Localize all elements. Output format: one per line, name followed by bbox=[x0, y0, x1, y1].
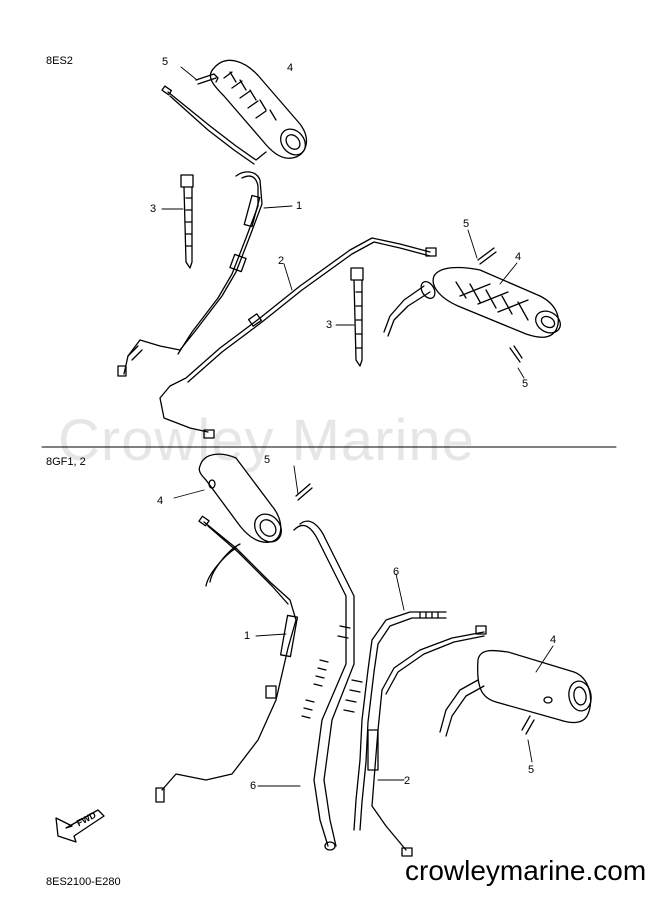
callout-top-4a: 4 bbox=[287, 62, 294, 74]
hose-6-right bbox=[353, 573, 447, 831]
callout-top-3a: 3 bbox=[150, 203, 157, 215]
callout-bot-4b: 4 bbox=[550, 634, 557, 646]
section-label-8es2: 8ES2 bbox=[46, 55, 73, 67]
callout-bot-6a: 6 bbox=[393, 566, 400, 578]
callout-top-5b: 5 bbox=[463, 218, 470, 230]
callout-bot-2: 2 bbox=[404, 775, 411, 787]
callout-top-5c: 5 bbox=[522, 378, 529, 390]
watermark-text: Crowley Marine bbox=[58, 408, 475, 473]
cable-tie-right bbox=[335, 267, 364, 367]
grip-bottom-left bbox=[173, 453, 282, 543]
diagram-code: 8ES2100-E280 bbox=[46, 876, 121, 888]
callout-top-4b: 4 bbox=[515, 251, 522, 263]
callout-top-3b: 3 bbox=[326, 319, 333, 331]
callout-bot-6b: 6 bbox=[250, 780, 257, 792]
screw-bottom-right bbox=[521, 715, 535, 763]
screw-top-right-upper bbox=[467, 229, 497, 265]
throttle-cable-bottom bbox=[155, 515, 299, 803]
choke-cable-bottom bbox=[367, 625, 487, 857]
fwd-arrow-icon bbox=[55, 809, 105, 843]
choke-cable-top bbox=[159, 237, 437, 439]
callout-bot-5b: 5 bbox=[528, 764, 535, 776]
site-url: crowleymarine.com bbox=[405, 855, 647, 886]
grip-top-right bbox=[383, 266, 561, 338]
callout-bot-1: 1 bbox=[244, 630, 251, 642]
screw-top-left bbox=[180, 66, 219, 85]
hose-6-center bbox=[257, 520, 363, 851]
screw-bottom-left bbox=[293, 465, 313, 501]
callout-top-5a: 5 bbox=[162, 56, 169, 68]
throttle-cable-top bbox=[117, 85, 267, 377]
grip-top-left bbox=[209, 59, 308, 159]
callout-bot-4a: 4 bbox=[157, 495, 164, 507]
screw-top-right-lower bbox=[509, 345, 525, 379]
grip-bottom-right bbox=[439, 645, 592, 737]
section-label-8gf: 8GF1, 2 bbox=[46, 456, 86, 468]
callout-top-1: 1 bbox=[296, 200, 303, 212]
callout-bot-5a: 5 bbox=[264, 454, 271, 466]
cable-tie-left bbox=[161, 174, 194, 269]
callout-top-2: 2 bbox=[278, 255, 285, 267]
